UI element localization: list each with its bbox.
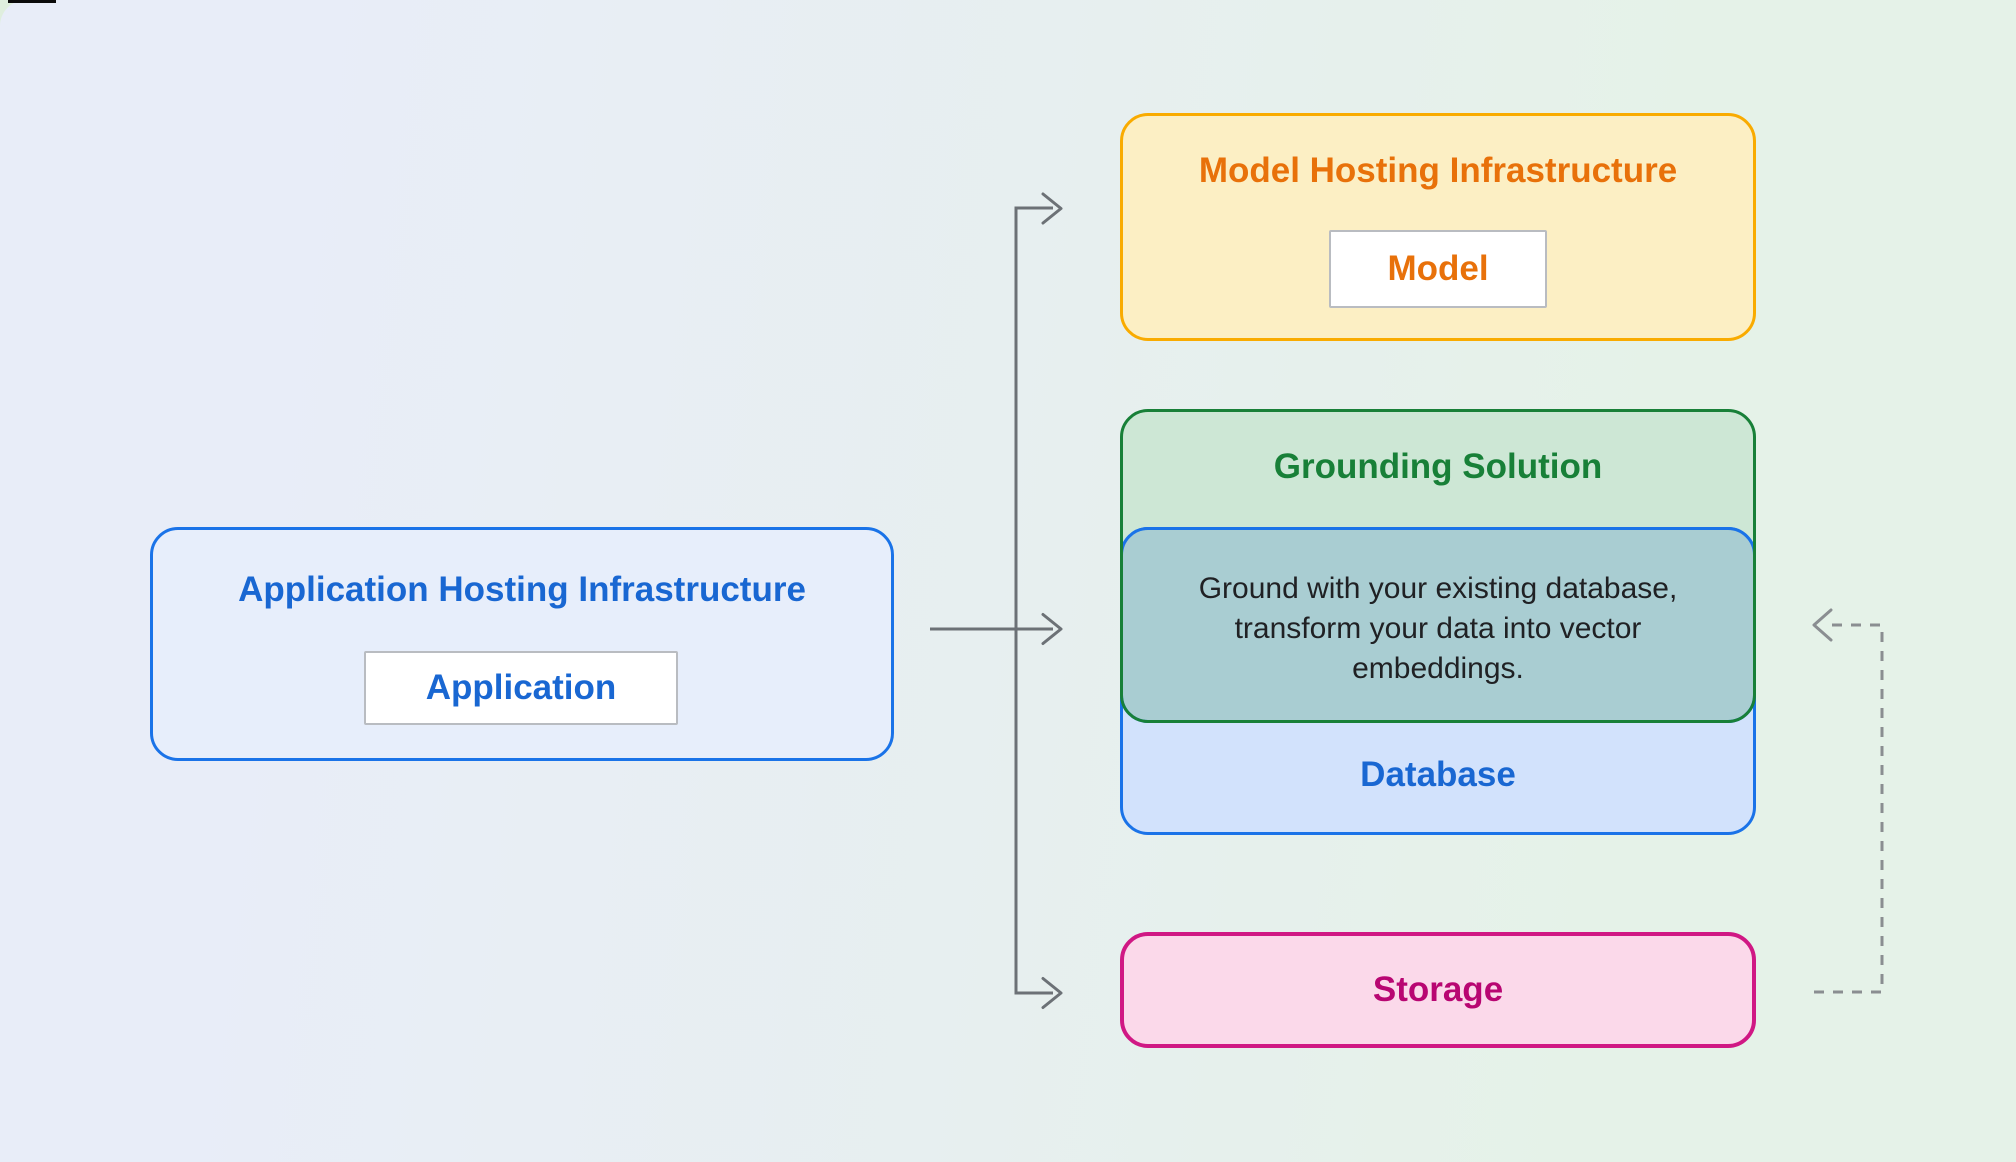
arrowhead-to-model: [1041, 192, 1063, 225]
grounding-description: Ground with your existing database, tran…: [1150, 569, 1726, 689]
model-chip: Model: [1329, 230, 1547, 308]
corner-artifact-bar: [8, 0, 56, 3]
grounding-description-line: embeddings.: [1352, 652, 1524, 685]
storage-box: [1120, 932, 1756, 1048]
feedback-arrowhead: [1812, 608, 1833, 642]
arrowhead-to-storage: [1041, 977, 1063, 1009]
grounding-solution-border: [1120, 409, 1756, 723]
model-chip-label: Model: [1387, 249, 1489, 288]
app-hosting-title: Application Hosting Infrastructure: [238, 570, 806, 609]
application-chip: Application: [364, 651, 678, 725]
grounding-description-line: transform your data into vector: [1234, 612, 1642, 645]
model-hosting-title: Model Hosting Infrastructure: [1198, 151, 1678, 190]
storage-label: Storage: [1372, 970, 1504, 1009]
application-chip-label: Application: [425, 668, 617, 707]
grounding-description-line: Ground with your existing database,: [1198, 572, 1678, 605]
feedback-dashed-connector: [1814, 623, 1884, 994]
trunk-connector-line: [930, 206, 1053, 995]
grounding-database-overlap-panel: [1120, 527, 1756, 723]
arrowhead-to-grounding: [1041, 613, 1063, 645]
grounding-solution-title: Grounding Solution: [1273, 447, 1603, 486]
database-label: Database: [1360, 755, 1516, 794]
